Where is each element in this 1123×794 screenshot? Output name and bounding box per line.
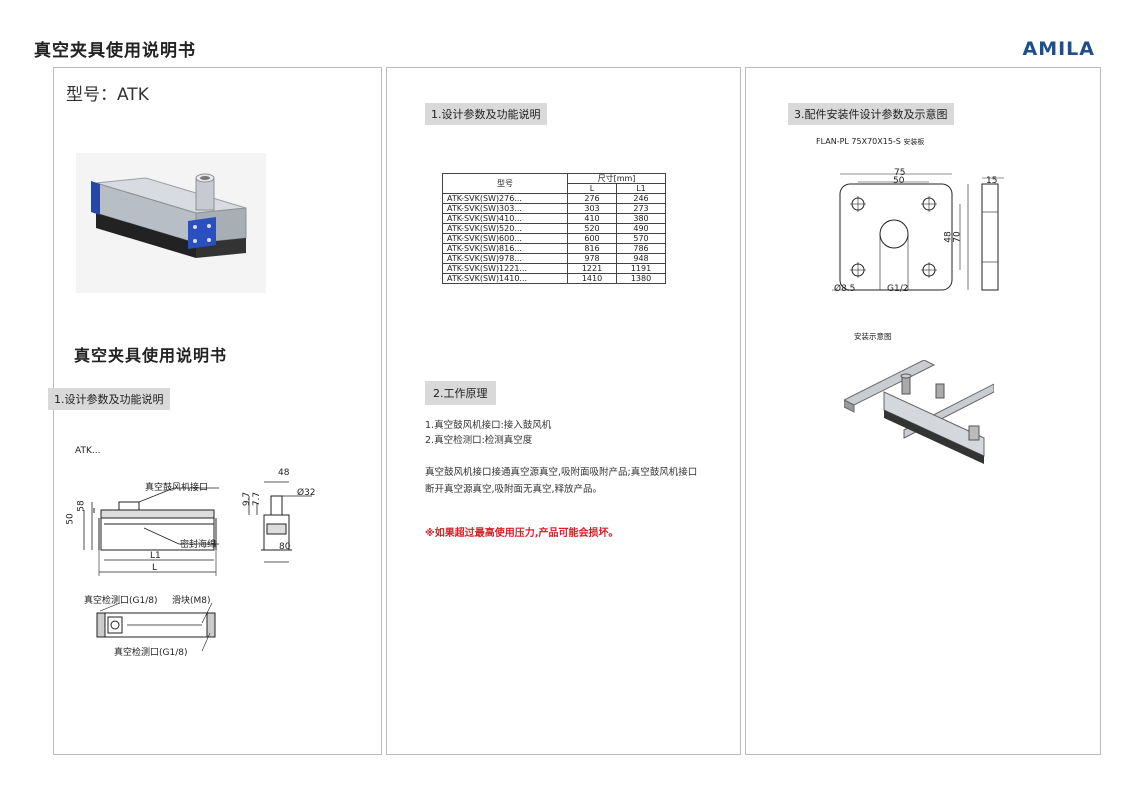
cell-l1: 948 xyxy=(616,253,666,264)
part-suffix: 安装板 xyxy=(903,138,925,146)
section-tag-accessory: 3.配件安装件设计参数及示意图 xyxy=(788,103,954,125)
side-view-drawing xyxy=(83,481,312,576)
slider-label: 滑块(M8) xyxy=(172,596,211,606)
cell-l1: 490 xyxy=(616,223,666,234)
cell-l1: 273 xyxy=(616,203,666,214)
bottom-view-drawing xyxy=(96,603,216,652)
pressure-warning: ※如果超过最高使用压力,产品可能会损坏。 xyxy=(425,528,619,539)
cell-model: ATK-SVK(SW)600... xyxy=(442,233,568,244)
dim-50-plate: 50 xyxy=(893,176,905,186)
part-code: FLAN-PL 75X70X15-S xyxy=(816,137,901,146)
thread-g12: G1/2 xyxy=(887,284,909,294)
cell-l: 816 xyxy=(567,243,617,254)
principle-line-2: 2.真空检测口:检测真空度 xyxy=(425,435,533,446)
drawing-caption: ATK... xyxy=(75,446,101,456)
col-l-header: L xyxy=(567,183,617,194)
panel-accessory: 3.配件安装件设计参数及示意图 FLAN-PL 75X70X15-S 安装板 7… xyxy=(745,67,1101,755)
cell-model: ATK-SVK(SW)303... xyxy=(442,203,568,214)
cell-l: 978 xyxy=(567,253,617,264)
mounting-plate-drawing xyxy=(832,173,1004,291)
dim-58: 58 xyxy=(76,500,87,512)
cell-l1: 246 xyxy=(616,193,666,204)
seal-label: 密封海绵 xyxy=(180,540,217,550)
cell-l: 520 xyxy=(567,223,617,234)
install-caption: 安装示意图 xyxy=(854,332,892,341)
product-photo xyxy=(76,153,266,293)
document-title: 真空夹具使用说明书 xyxy=(34,41,196,61)
dim-80: 80 xyxy=(279,542,291,552)
cell-l1: 380 xyxy=(616,213,666,224)
part-name: FLAN-PL 75X70X15-S 安装板 xyxy=(816,137,924,147)
cell-model: ATK-SVK(SW)410... xyxy=(442,213,568,224)
brand-logo: AMILA xyxy=(1022,38,1095,60)
cell-l: 600 xyxy=(567,233,617,244)
blower-port-label: 真空鼓风机接口 xyxy=(145,483,209,493)
cell-model: ATK-SVK(SW)520... xyxy=(442,223,568,234)
section-tag-working-principle: 2.工作原理 xyxy=(425,381,496,405)
col-size-header: 尺寸[mm] xyxy=(567,173,666,184)
cell-l1: 570 xyxy=(616,233,666,244)
dim-phi8-5: Ø8.5 xyxy=(834,284,856,294)
installation-diagram xyxy=(844,360,994,464)
detect-port-top-label: 真空检测口(G1/8) xyxy=(84,596,158,606)
cell-model: ATK-SVK(SW)1410... xyxy=(442,273,568,284)
cell-model: ATK-SVK(SW)276... xyxy=(442,193,568,204)
principle-line-1: 1.真空鼓风机接口:接入鼓风机 xyxy=(425,420,552,431)
detect-port-bottom-label: 真空检测口(G1/8) xyxy=(114,648,188,658)
manual-title: 真空夹具使用说明书 xyxy=(74,346,228,365)
col-l1-header: L1 xyxy=(616,183,666,194)
cell-l1: 1191 xyxy=(616,263,666,274)
panel-specs: 1.设计参数及功能说明 型号 尺寸[mm] L L1 ATK-SVK(SW)27… xyxy=(386,67,741,755)
dim-15: 15 xyxy=(986,176,998,186)
cell-l: 1410 xyxy=(567,273,617,284)
cell-l1: 786 xyxy=(616,243,666,254)
dim-75: 75 xyxy=(894,168,906,178)
col-model-header: 型号 xyxy=(442,173,568,194)
panel-product-overview: 型号：ATK 真空夹具使用说明书 1.设计参数及功能说明 ATK... xyxy=(48,67,382,755)
cell-l: 276 xyxy=(567,193,617,204)
cell-l: 1221 xyxy=(567,263,617,274)
section-tag-design-params: 1.设计参数及功能说明 xyxy=(48,388,170,410)
model-label: 型号：ATK xyxy=(66,85,149,105)
dim-phi32: Ø32 xyxy=(297,488,316,498)
principle-paragraph-1: 真空鼓风机接口接通真空源真空,吸附面吸附产品;真空鼓风机接口 xyxy=(425,467,698,478)
cell-model: ATK-SVK(SW)816... xyxy=(442,243,568,254)
dim-50: 50 xyxy=(65,513,76,525)
principle-paragraph-2: 断开真空源真空,吸附面无真空,释放产品。 xyxy=(425,484,603,495)
cell-l: 303 xyxy=(567,203,617,214)
cell-l1: 1380 xyxy=(616,273,666,284)
cell-model: ATK-SVK(SW)978... xyxy=(442,253,568,264)
vacuum-gripper-image xyxy=(91,173,247,258)
l-label: L xyxy=(152,563,158,573)
l1-label: L1 xyxy=(150,551,161,561)
cell-l: 410 xyxy=(567,213,617,224)
section-tag-design-params-2: 1.设计参数及功能说明 xyxy=(425,103,547,125)
dim-48: 48 xyxy=(278,468,290,478)
dim-70: 70 xyxy=(952,231,963,243)
cell-model: ATK-SVK(SW)1221... xyxy=(442,263,568,274)
dim-7-7: 7.7 xyxy=(252,491,263,507)
dim-9-7: 9.7 xyxy=(242,491,253,507)
